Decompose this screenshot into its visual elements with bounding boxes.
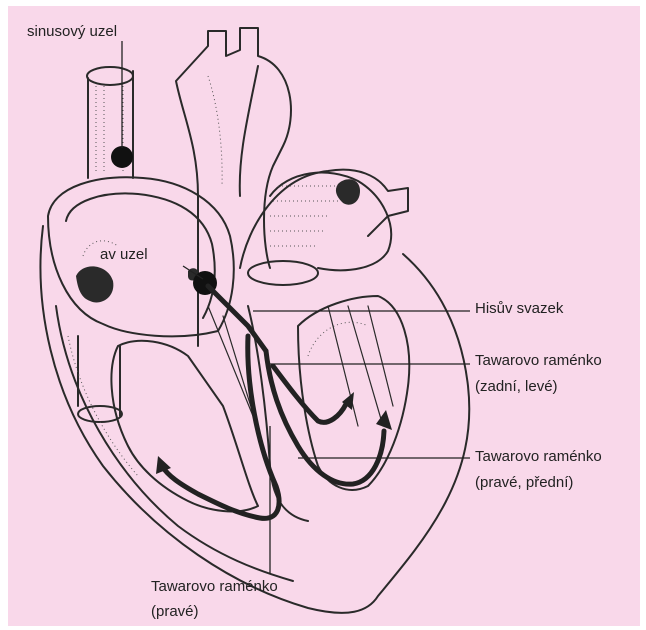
right-branch-label-line2: (pravé) [151,601,199,623]
heart-conduction-diagram: sinusový uzel av uzel Hisův svazek Tawar… [8,6,640,626]
left-posterior-branch-label-line2: (zadní, levé) [475,376,558,398]
sinus-node [111,146,133,168]
aorta [176,28,291,346]
pulmonary-trunk [240,170,408,268]
his-bundle-path [208,286,266,351]
his-bundle-label: Hisův svazek [475,298,563,320]
right-branch-label-line1: Tawarovo raménko [151,576,278,598]
valve-opening [248,261,318,285]
aorta-inner [240,66,258,196]
av-node-label: av uzel [100,244,148,266]
sinus-node-label: sinusový uzel [27,21,117,43]
anterior-branch-label-line2: (pravé, přední) [475,472,573,494]
left-posterior-branch-label-line1: Tawarovo raménko [475,350,602,372]
left-bundle-branch [266,351,384,484]
vena-cava-opening [87,67,133,85]
anterior-branch-label-line1: Tawarovo raménko [475,446,602,468]
right-bundle-branch [162,336,279,518]
arrow-left-ventricle [376,410,392,430]
